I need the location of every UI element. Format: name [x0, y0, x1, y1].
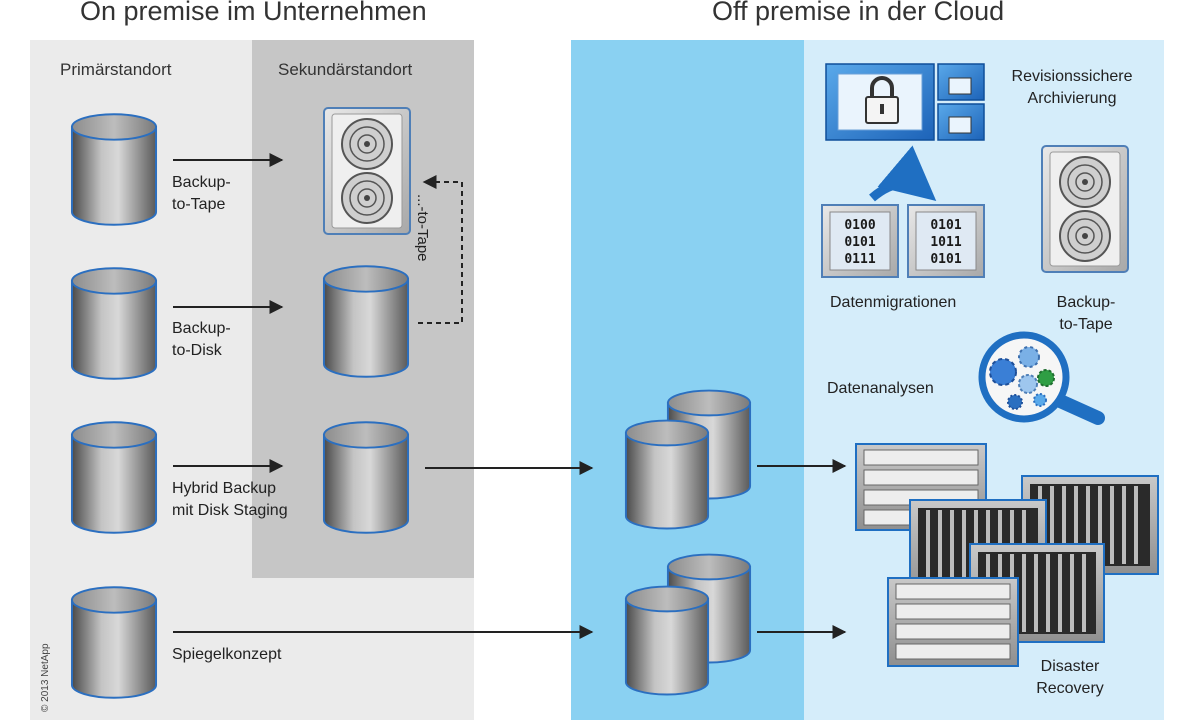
secondary-site-label: Sekundärstandort [278, 60, 413, 79]
primary-storage-4-icon [70, 586, 158, 699]
archive-lock-icon [825, 63, 985, 141]
data-migration-icon [821, 145, 985, 278]
binary-left-line-3: 0111 [844, 252, 875, 267]
binary-right-line-3: 0101 [930, 252, 961, 267]
archiving-label: Revisionssichere Archivierung [1011, 68, 1133, 107]
secondary-staging-disk-icon [322, 421, 410, 534]
data-migration-label: Datenmigrationen [830, 294, 957, 311]
backup-to-tape-label: Backup- to-Tape [172, 174, 231, 213]
cloud-backup-to-tape-label: Backup- to-Tape [1056, 294, 1116, 333]
binary-right-line-1: 0101 [930, 218, 961, 233]
secondary-tape-library-icon [323, 107, 411, 235]
cloud-tape-library-icon [1041, 145, 1129, 273]
binary-left-line-1: 0100 [844, 218, 875, 233]
disaster-recovery-servers-icon [855, 443, 1159, 667]
disaster-recovery-label: Disaster Recovery [1036, 658, 1104, 697]
primary-site-label: Primärstandort [60, 60, 172, 79]
on-premise-heading: On premise im Unternehmen [80, 0, 427, 26]
binary-right-line-2: 1011 [930, 235, 961, 250]
copyright-label: © 2013 NetApp [40, 643, 51, 712]
primary-storage-2-icon [70, 267, 158, 380]
primary-storage-3-icon [70, 421, 158, 534]
binary-left-line-2: 0101 [844, 235, 875, 250]
cloud-storage-lower-front-icon [624, 585, 710, 696]
secondary-disk-icon [322, 265, 410, 378]
arrow-disk-to-tape-dashed [418, 175, 463, 324]
data-analysis-icon [978, 331, 1105, 425]
primary-storage-1-icon [70, 113, 158, 226]
disk-to-tape-vertical-label: ...-to-Tape [414, 194, 431, 262]
off-premise-heading: Off premise in der Cloud [712, 0, 1005, 26]
mirror-concept-label: Spiegelkonzept [172, 646, 282, 663]
backup-to-disk-label: Backup- to-Disk [172, 320, 231, 359]
hybrid-backup-label: Hybrid Backup mit Disk Staging [172, 480, 288, 519]
on-premise-lower-bg [252, 578, 474, 720]
data-analysis-label: Datenanalysen [827, 380, 934, 397]
cloud-storage-upper-front-icon [624, 419, 710, 530]
